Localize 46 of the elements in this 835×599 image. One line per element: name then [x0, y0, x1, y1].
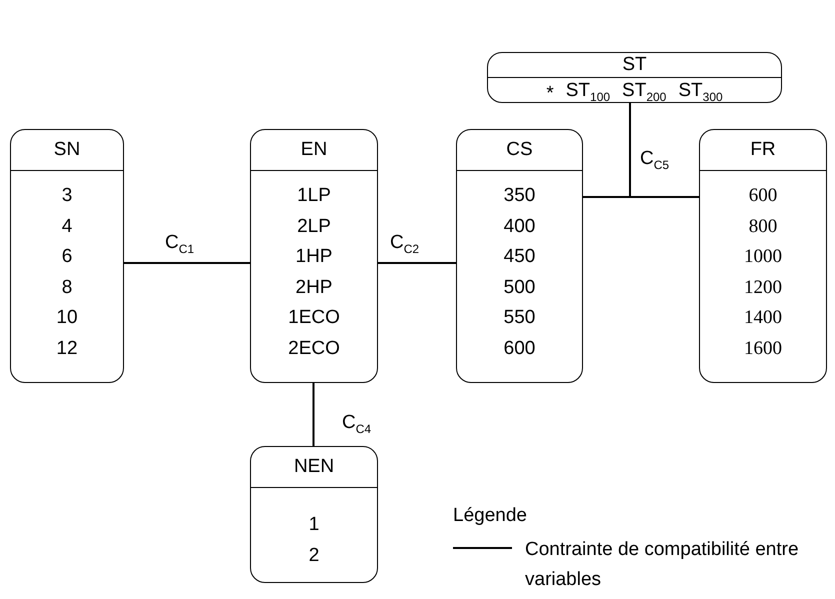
- variable-name: SN: [54, 139, 80, 161]
- domain-value: 1: [308, 513, 320, 537]
- domain-value: ST$_{200}$: [622, 79, 666, 106]
- domain-value: 10: [56, 306, 78, 330]
- domain-value: ST$_{300}$: [678, 79, 723, 106]
- variable-box: [699, 129, 827, 383]
- domain-value: 550: [504, 306, 536, 330]
- domain-value: 2LP: [297, 214, 331, 238]
- domain-value: 800: [748, 214, 778, 238]
- domain-value: 2ECO: [288, 336, 340, 360]
- variable-name: EN: [300, 139, 328, 161]
- domain-value: 500: [504, 276, 536, 300]
- domain-value: 1200: [744, 276, 782, 300]
- constraint-line: [312, 383, 314, 446]
- domain-value: 1LP: [297, 184, 331, 208]
- variable-name: NEN: [294, 456, 334, 478]
- variable-name: ST: [622, 54, 647, 76]
- domain-value: 2HP: [296, 276, 332, 300]
- domain-value: 400: [504, 214, 536, 238]
- legend-title: Légende: [453, 505, 527, 527]
- variable-name: FR: [750, 139, 776, 161]
- domain-value: 1400: [744, 306, 782, 330]
- domain-value: 12: [56, 336, 78, 360]
- variable-box: [456, 129, 583, 383]
- variable-name: CS: [506, 139, 533, 161]
- domain-value: ST$_{100}$: [566, 79, 610, 106]
- variable-box: [487, 52, 782, 103]
- variable-box: [10, 129, 124, 383]
- domain-value: 600: [504, 336, 536, 360]
- domain-value: 1HP: [296, 245, 332, 269]
- domain-value: 4: [62, 214, 72, 238]
- domain-value: 1000: [744, 245, 782, 269]
- variable-box: [250, 446, 378, 583]
- domain-value: 1ECO: [288, 306, 340, 330]
- variable-box: [250, 129, 378, 383]
- domain-value: 2: [308, 544, 320, 568]
- constraint-line: [124, 262, 250, 264]
- domain-value: 1600: [744, 336, 782, 360]
- constraint-line: [378, 262, 456, 264]
- domain-value: 8: [62, 276, 72, 300]
- domain-value: *: [546, 82, 554, 106]
- domain-value: 350: [504, 184, 536, 208]
- domain-value: 450: [504, 245, 536, 269]
- domain-value: 600: [748, 184, 778, 208]
- domain-value: 3: [62, 184, 72, 208]
- domain-value: 6: [62, 245, 72, 269]
